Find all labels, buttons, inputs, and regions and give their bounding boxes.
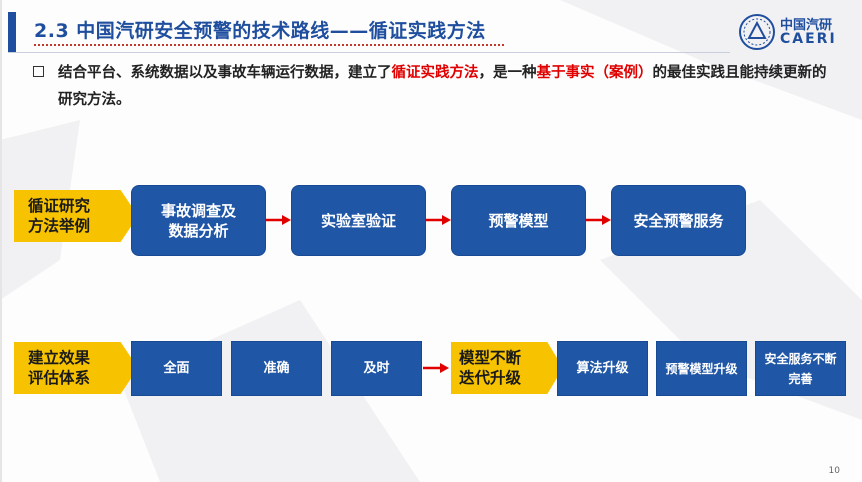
criterion-2-label: 准确 bbox=[263, 360, 290, 376]
upgrade-safety-service: 安全服务不断 完善 bbox=[755, 341, 846, 396]
step-model-line1: 预警模型 bbox=[488, 211, 549, 230]
tag-model-iteration: 模型不断 迭代升级 bbox=[451, 342, 563, 394]
step-warning-model: 预警模型 bbox=[451, 185, 586, 256]
logo-text-cn: 中国汽研 bbox=[780, 18, 833, 33]
left-edge-line bbox=[0, 0, 2, 482]
step-accident-line1: 事故调查及 bbox=[160, 201, 236, 220]
intro-text-3: 的最佳实践且能持续更新的研究方法。 bbox=[58, 65, 827, 108]
tag-evidence-line1: 循证研究 bbox=[28, 197, 91, 215]
intro-text-2: ，是一种 bbox=[478, 65, 537, 81]
tag-evidence-line2: 方法举例 bbox=[28, 217, 91, 235]
arrow-right-icon bbox=[423, 363, 449, 373]
upgrade-warning-model: 预警模型升级 bbox=[656, 341, 747, 396]
arrow-right-icon bbox=[265, 215, 291, 225]
page-number: 10 bbox=[828, 466, 840, 476]
upgrade-3-line2: 完善 bbox=[788, 371, 813, 386]
step-lab-line1: 实验室验证 bbox=[320, 211, 396, 230]
arrow-right-icon bbox=[585, 215, 611, 225]
header-rule bbox=[8, 52, 730, 53]
tag-iter-line1: 模型不断 bbox=[459, 349, 522, 367]
criterion-accurate: 准确 bbox=[231, 341, 322, 396]
company-logo: 中国汽研 CAERI bbox=[738, 10, 850, 54]
intro-highlight-1: 循证实践方法 bbox=[391, 65, 479, 81]
logo-text-en: CAERI bbox=[780, 31, 837, 47]
page-title: 2.3 中国汽研安全预警的技术路线——循证实践方法 bbox=[34, 20, 486, 42]
criterion-comprehensive: 全面 bbox=[131, 341, 222, 396]
tag-eval-line2: 评估体系 bbox=[28, 369, 91, 387]
title-underline bbox=[34, 44, 506, 46]
caeri-emblem-icon bbox=[739, 14, 775, 50]
criterion-timely: 及时 bbox=[331, 341, 422, 396]
arrow-right-icon bbox=[425, 215, 451, 225]
intro-paragraph: 结合平台、系统数据以及事故车辆运行数据，建立了循证实践方法，是一种基于事实（案例… bbox=[58, 60, 838, 114]
bullet-square-icon bbox=[33, 66, 44, 77]
upgrade-1-label: 算法升级 bbox=[576, 360, 629, 376]
upgrade-2-label: 预警模型升级 bbox=[665, 361, 738, 376]
header-accent-bar bbox=[8, 12, 16, 52]
tag-evidence-research: 循证研究 方法举例 bbox=[14, 190, 138, 242]
tag-evaluation-system: 建立效果 评估体系 bbox=[14, 342, 138, 394]
step-lab-verification: 实验室验证 bbox=[291, 185, 426, 256]
criterion-1-label: 全面 bbox=[163, 360, 190, 376]
step-accident-line2: 数据分析 bbox=[168, 221, 229, 240]
step-safety-warning-service: 安全预警服务 bbox=[611, 185, 746, 256]
upgrade-3-line1: 安全服务不断 bbox=[764, 351, 837, 366]
step-accident-investigation: 事故调查及 数据分析 bbox=[131, 185, 266, 256]
tag-iter-line2: 迭代升级 bbox=[459, 369, 522, 387]
tag-eval-line1: 建立效果 bbox=[28, 349, 91, 367]
upgrade-algorithm: 算法升级 bbox=[557, 341, 648, 396]
intro-highlight-2: 基于事实（案例） bbox=[536, 65, 653, 81]
step-service-line1: 安全预警服务 bbox=[633, 211, 724, 230]
intro-text-1: 结合平台、系统数据以及事故车辆运行数据，建立了 bbox=[58, 65, 392, 81]
criterion-3-label: 及时 bbox=[363, 360, 390, 376]
